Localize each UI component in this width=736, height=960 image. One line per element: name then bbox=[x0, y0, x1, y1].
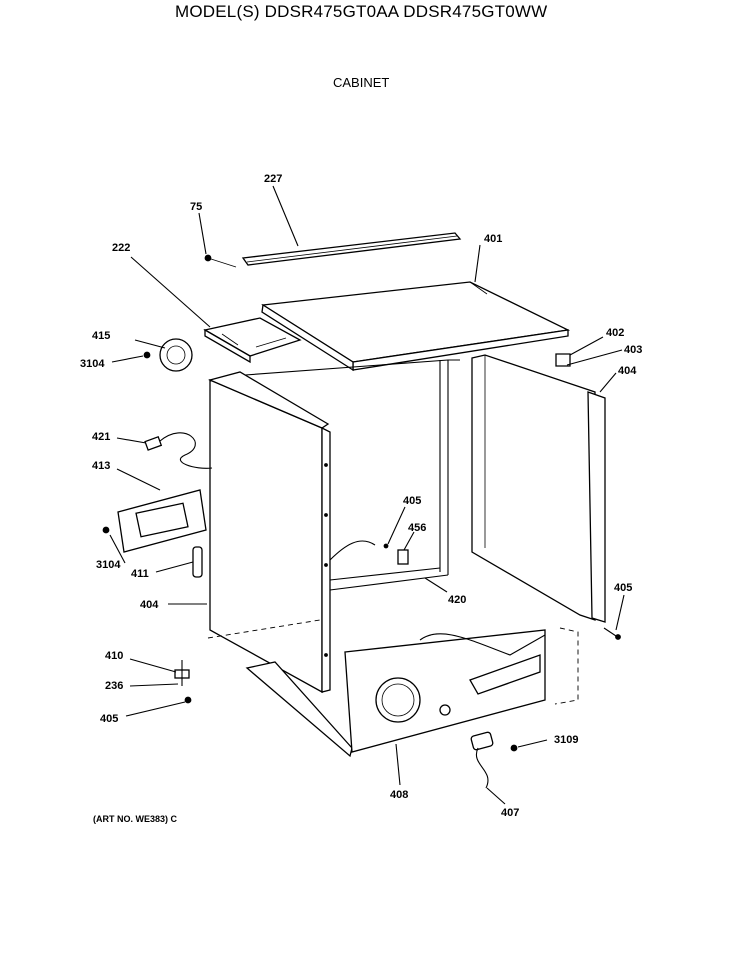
callout-3104-lower: 3104 bbox=[96, 559, 121, 571]
part-456-bracket bbox=[383, 543, 409, 565]
callout-405-lower: 405 bbox=[100, 713, 118, 725]
part-222-bracket bbox=[203, 317, 302, 364]
callout-403: 403 bbox=[624, 344, 642, 356]
callout-420: 420 bbox=[448, 594, 466, 606]
part-411-strip bbox=[192, 546, 203, 578]
callout-222: 222 bbox=[112, 242, 130, 254]
model-numbers: MODEL(S) DDSR475GT0AA DDSR475GT0WW bbox=[175, 2, 548, 21]
part-415-cover bbox=[143, 338, 193, 372]
callout-411: 411 bbox=[131, 568, 149, 580]
callout-3109: 3109 bbox=[554, 734, 578, 746]
part-421-cord bbox=[144, 432, 213, 469]
part-404-right-side bbox=[471, 353, 606, 623]
leader-lines bbox=[109, 185, 625, 805]
diagram-header: MODEL(S) DDSR475GT0AA DDSR475GT0WW CABIN… bbox=[0, 0, 736, 110]
callout-404-right: 404 bbox=[618, 365, 637, 377]
callout-405-right: 405 bbox=[614, 582, 632, 594]
callout-456: 456 bbox=[408, 522, 426, 534]
part-401-top bbox=[261, 281, 571, 372]
callout-402: 402 bbox=[606, 327, 624, 339]
part-407-switch bbox=[470, 731, 518, 789]
callout-415: 415 bbox=[92, 330, 110, 342]
callout-227: 227 bbox=[264, 173, 282, 185]
section-title: CABINET bbox=[333, 75, 390, 90]
part-404-left-side bbox=[208, 371, 331, 694]
part-413-access-cover bbox=[102, 489, 207, 553]
callout-405-mid: 405 bbox=[403, 495, 421, 507]
callout-3104-upper: 3104 bbox=[80, 358, 105, 370]
part-408-base bbox=[207, 619, 579, 758]
callout-421: 421 bbox=[92, 431, 110, 443]
callout-410: 410 bbox=[105, 650, 123, 662]
callout-413: 413 bbox=[92, 460, 110, 472]
callout-236: 236 bbox=[105, 680, 123, 692]
part-227-rail bbox=[204, 232, 462, 268]
callout-408: 408 bbox=[390, 789, 408, 801]
callout-407: 407 bbox=[501, 807, 519, 819]
callout-404-left: 404 bbox=[140, 599, 159, 611]
part-410-leg bbox=[174, 660, 192, 704]
art-number: (ART NO. WE383) C bbox=[93, 814, 178, 824]
cabinet-rear-frame bbox=[244, 359, 460, 591]
callout-401: 401 bbox=[484, 233, 502, 245]
part-405-screw bbox=[603, 627, 621, 640]
callout-75: 75 bbox=[190, 201, 202, 213]
